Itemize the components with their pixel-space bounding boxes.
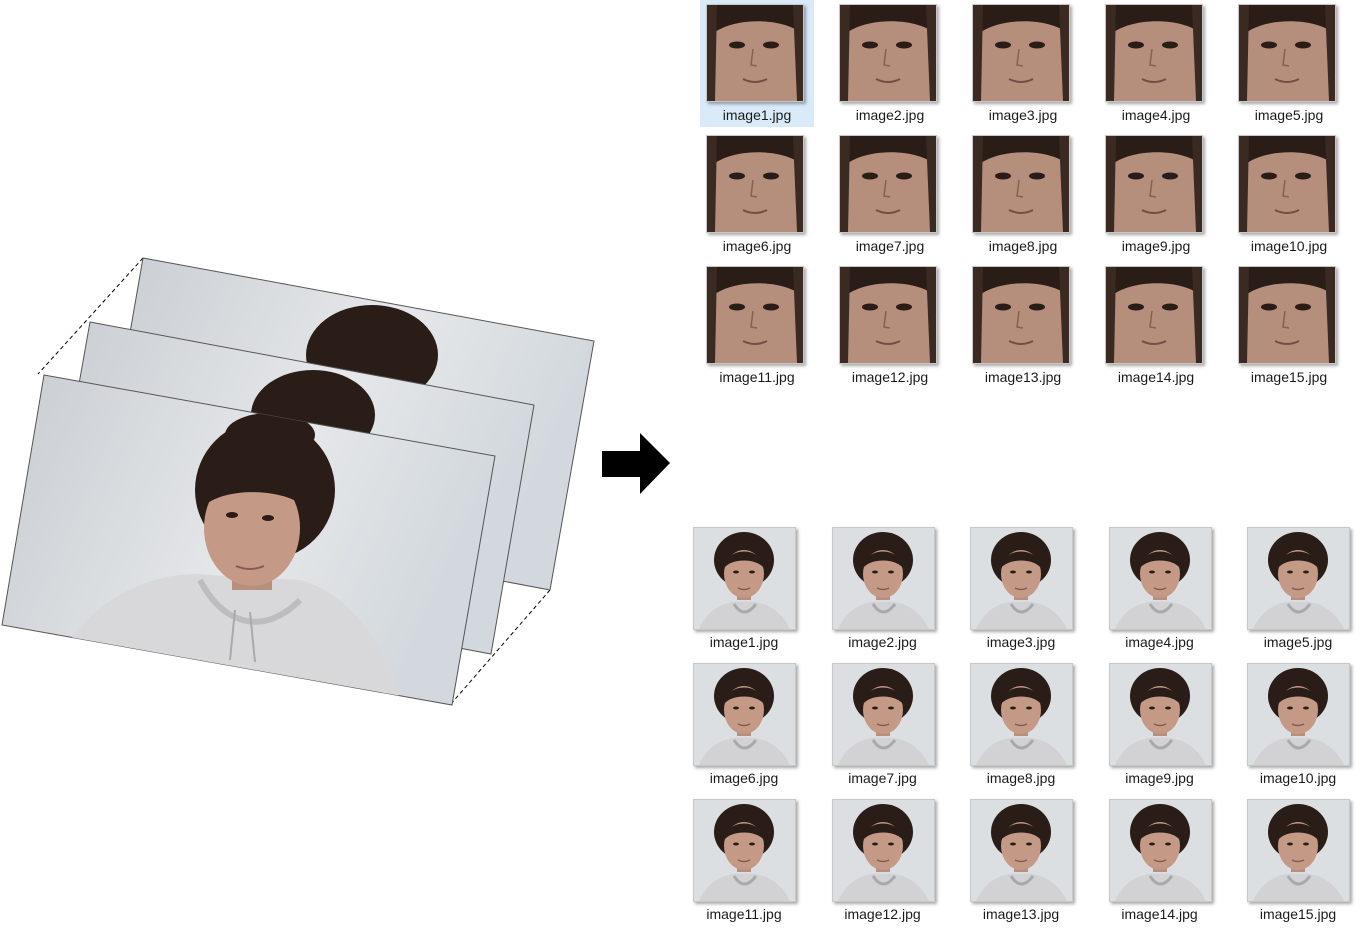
thumbnail-image [1108, 527, 1212, 630]
file-tile[interactable]: image5.jpg [1244, 524, 1352, 652]
thumbnail-image [693, 663, 796, 766]
file-tile[interactable]: image1.jpg [690, 524, 798, 652]
file-tile[interactable]: image9.jpg [1106, 660, 1214, 788]
file-name-label: image1.jpg [722, 107, 792, 123]
thumbnail-image [1105, 266, 1203, 364]
file-name-label: image1.jpg [709, 634, 779, 650]
file-name-label: image2.jpg [848, 634, 917, 650]
file-tile[interactable]: image6.jpg [700, 131, 814, 258]
file-name-label: image12.jpg [851, 369, 929, 385]
file-name-label: image12.jpg [844, 906, 921, 922]
thumbnail-image [831, 663, 935, 766]
file-name-label: image9.jpg [1121, 238, 1191, 254]
thumbnail-image [1105, 4, 1203, 102]
file-name-label: image4.jpg [1125, 634, 1194, 650]
file-tile[interactable]: image2.jpg [829, 524, 937, 652]
thumbnail-image [839, 4, 937, 102]
video-frame-stack [1, 257, 595, 706]
thumbnail-image [1238, 266, 1336, 364]
right-arrow-icon [602, 433, 670, 494]
file-tile[interactable]: image9.jpg [1099, 131, 1213, 258]
file-tile[interactable]: image11.jpg [690, 796, 798, 924]
file-tile[interactable]: image15.jpg [1244, 796, 1352, 924]
face-crop-grid: image1.jpg image2.jpg image3.jpg image4.… [0, 0, 1361, 400]
file-name-label: image13.jpg [984, 369, 1062, 385]
thumbnail-image [970, 663, 1073, 766]
file-name-label: image14.jpg [1121, 906, 1198, 922]
file-name-label: image11.jpg [706, 906, 782, 922]
file-name-label: image9.jpg [1125, 770, 1194, 786]
file-name-label: image2.jpg [855, 107, 925, 123]
file-name-label: image10.jpg [1250, 238, 1328, 254]
file-tile[interactable]: image15.jpg [1232, 262, 1346, 389]
thumbnail-image [831, 527, 935, 630]
file-tile[interactable]: image8.jpg [966, 131, 1080, 258]
file-tile[interactable]: image14.jpg [1106, 796, 1214, 924]
thumbnail-image [1247, 663, 1350, 766]
file-name-label: image3.jpg [986, 634, 1056, 650]
file-tile[interactable]: image4.jpg [1099, 0, 1213, 127]
thumbnail-image [706, 4, 804, 102]
file-tile[interactable]: image10.jpg [1232, 131, 1346, 258]
thumbnail-image [972, 4, 1070, 102]
thumbnail-image [972, 266, 1070, 364]
file-name-label: image3.jpg [988, 107, 1058, 123]
thumbnail-image [1238, 135, 1336, 233]
file-name-label: image14.jpg [1117, 369, 1195, 385]
thumbnail-image [1105, 135, 1203, 233]
file-name-label: image8.jpg [988, 238, 1058, 254]
file-tile[interactable]: image8.jpg [967, 660, 1075, 788]
thumbnail-image [1238, 4, 1336, 102]
file-name-label: image10.jpg [1259, 770, 1337, 786]
thumbnail-image [839, 135, 937, 233]
file-name-label: image4.jpg [1121, 107, 1191, 123]
thumbnail-image [972, 135, 1070, 233]
thumbnail-image [1108, 663, 1212, 766]
file-tile[interactable]: image3.jpg [967, 524, 1075, 652]
file-tile[interactable]: image5.jpg [1232, 0, 1346, 127]
file-name-label: image6.jpg [722, 238, 792, 254]
thumbnail-image [706, 266, 804, 364]
thumbnail-image [970, 799, 1073, 902]
thumbnail-image [839, 266, 937, 364]
file-tile[interactable]: image11.jpg [700, 262, 814, 389]
file-name-label: image7.jpg [848, 770, 917, 786]
file-tile[interactable]: image6.jpg [690, 660, 798, 788]
file-name-label: image13.jpg [982, 906, 1060, 922]
file-name-label: image5.jpg [1263, 634, 1333, 650]
file-tile[interactable]: image4.jpg [1106, 524, 1214, 652]
thumbnail-image [1247, 799, 1350, 902]
file-name-label: image7.jpg [855, 238, 925, 254]
file-name-label: image6.jpg [709, 770, 779, 786]
file-name-label: image11.jpg [719, 369, 795, 385]
file-name-label: image5.jpg [1254, 107, 1324, 123]
file-tile[interactable]: image14.jpg [1099, 262, 1213, 389]
file-tile[interactable]: image12.jpg [833, 262, 947, 389]
file-tile[interactable]: image12.jpg [829, 796, 937, 924]
thumbnail-image [970, 527, 1073, 630]
thumbnail-image [1108, 799, 1212, 902]
file-tile[interactable]: image3.jpg [966, 0, 1080, 127]
file-tile[interactable]: image13.jpg [966, 262, 1080, 389]
thumbnail-image [831, 799, 935, 902]
file-tile[interactable]: image10.jpg [1244, 660, 1352, 788]
file-name-label: image8.jpg [986, 770, 1056, 786]
thumbnail-image [1247, 527, 1350, 630]
file-name-label: image15.jpg [1250, 369, 1328, 385]
file-tile[interactable]: image2.jpg [833, 0, 947, 127]
file-name-label: image15.jpg [1259, 906, 1337, 922]
thumbnail-image [693, 527, 796, 630]
thumbnail-image [706, 135, 804, 233]
file-tile[interactable]: image13.jpg [967, 796, 1075, 924]
thumbnail-image [693, 799, 796, 902]
file-tile[interactable]: image7.jpg [833, 131, 947, 258]
file-tile[interactable]: image1.jpg [700, 0, 814, 127]
file-tile[interactable]: image7.jpg [829, 660, 937, 788]
